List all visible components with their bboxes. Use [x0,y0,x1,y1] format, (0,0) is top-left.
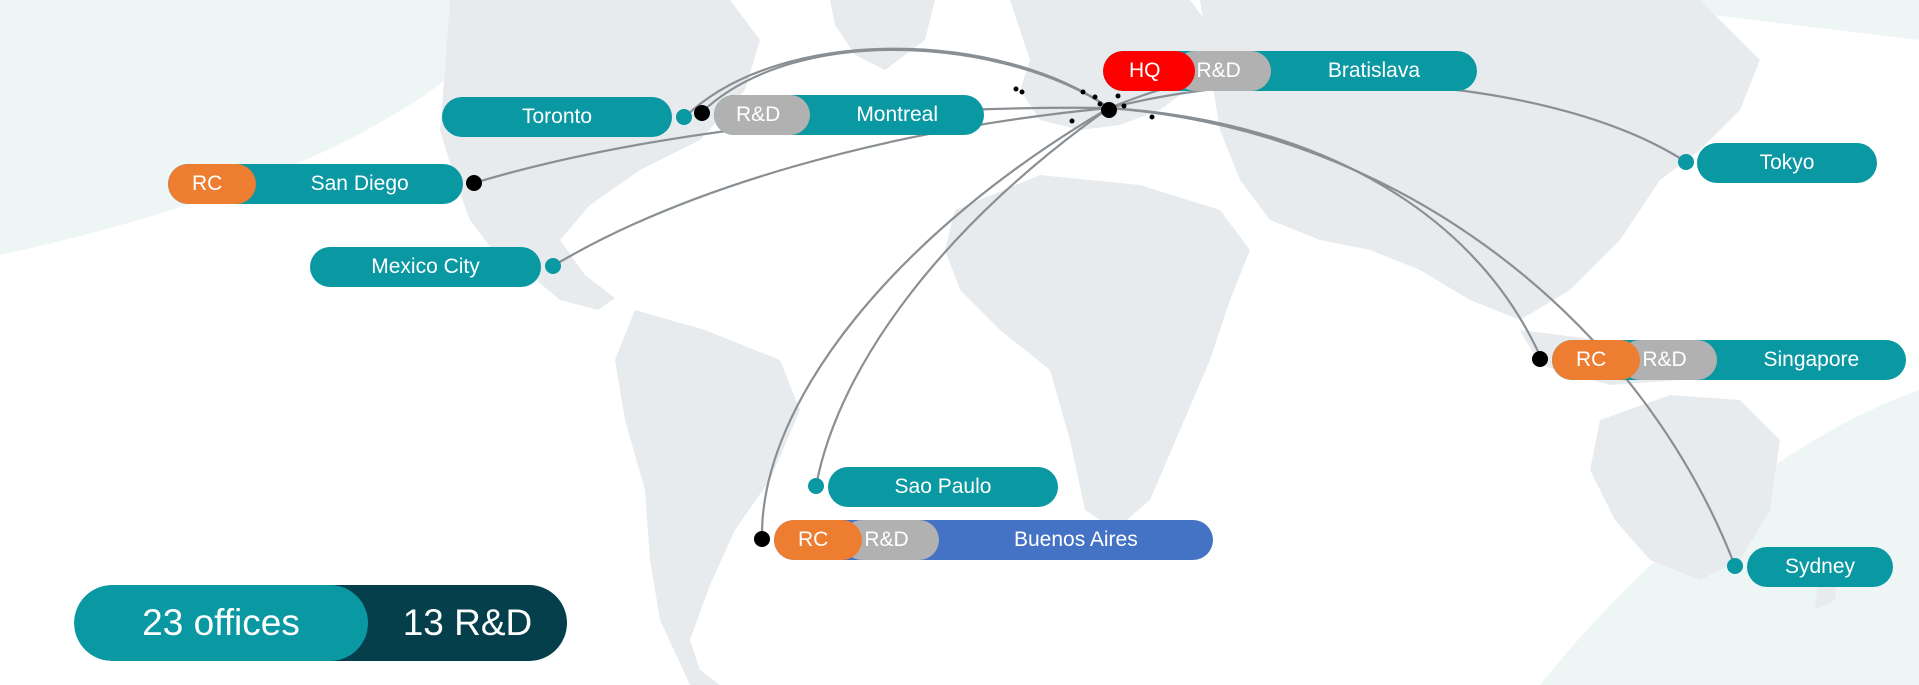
city-name: Buenos Aires [1013,528,1138,551]
rd-tag: R&D [714,95,811,135]
office-summary-badge: 23 offices 13 R&D [74,585,567,661]
south-america-land [615,310,800,685]
office-label-sao-paulo: Sao Paulo [828,467,1058,507]
office-label-singapore: RC R&D Singapore [1552,340,1906,380]
marker-mexico-city [545,258,561,274]
office-label-bratislava: HQ R&D Bratislava [1103,51,1477,91]
background-swoosh-top-left [0,0,520,255]
city-name: Toronto [521,105,593,128]
office-label-montreal: R&D Montreal [714,95,984,135]
office-label-buenos-aires: RC R&D Buenos Aires [774,520,1213,560]
marker-toronto [676,109,692,125]
office-label-tokyo: Tokyo [1697,143,1877,183]
marker-bratislava [1101,102,1117,118]
city-name: Sydney [1784,555,1856,578]
rc-tag: RC [168,164,257,204]
asia-land [1200,0,1760,320]
city-name: Bratislava [1327,59,1421,82]
rc-tag: RC [1552,340,1641,380]
city-name: Sao Paulo [894,475,992,498]
hq-tag: HQ [1103,51,1195,91]
city-name: Singapore [1763,348,1860,371]
marker-san-diego [466,175,482,191]
office-label-sydney: Sydney [1747,547,1893,587]
rc-tag: RC [774,520,863,560]
marker-sao-paulo [808,478,824,494]
rd-count: 13 R&D [330,585,567,661]
greenland-land [830,0,935,70]
office-label-san-diego: RC San Diego [168,164,463,204]
office-label-toronto: Toronto [442,97,672,137]
city-name: Montreal [856,103,939,126]
marker-sydney [1727,558,1743,574]
office-label-mexico-city: Mexico City [310,247,541,287]
offices-count: 23 offices [74,585,368,661]
marker-tokyo [1678,154,1694,170]
city-name: Mexico City [371,255,480,278]
city-name: San Diego [310,172,409,195]
marker-buenos-aires [754,531,770,547]
marker-singapore [1532,351,1548,367]
marker-montreal [694,105,710,121]
city-name: Tokyo [1759,151,1815,174]
